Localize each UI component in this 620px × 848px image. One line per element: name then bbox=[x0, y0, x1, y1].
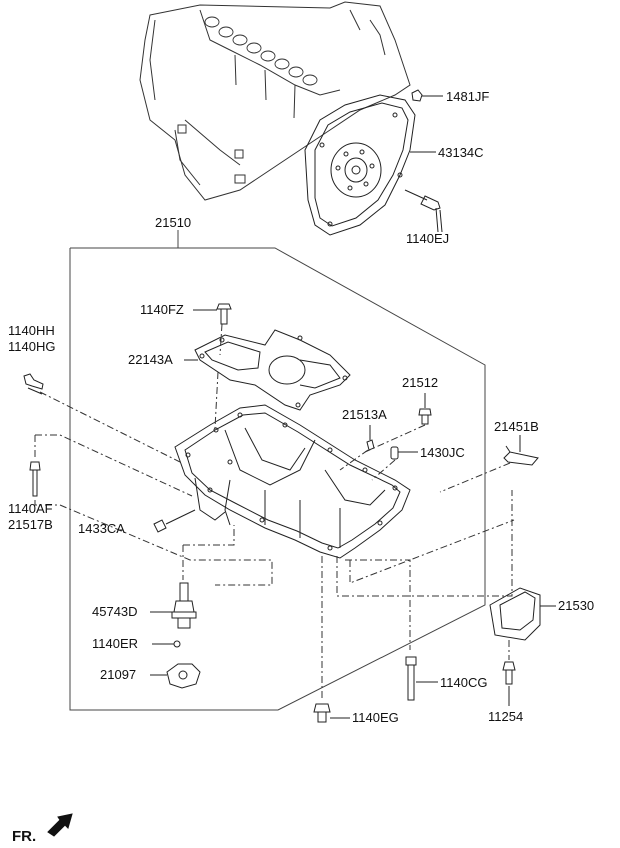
label-1140EG: 1140EG bbox=[352, 710, 399, 725]
front-indicator-label: FR. bbox=[12, 828, 37, 845]
washer-21513A bbox=[366, 425, 375, 451]
bolt-21512 bbox=[418, 393, 432, 425]
label-1140FZ: 1140FZ bbox=[140, 302, 184, 317]
label-21097: 21097 bbox=[100, 667, 137, 682]
label-1140HH: 1140HH bbox=[8, 323, 55, 338]
label-1140HG: 1140HG bbox=[8, 339, 56, 354]
label-1430JC: 1430JC bbox=[420, 445, 465, 460]
baffle-22143A bbox=[184, 329, 351, 411]
label-21513A: 21513A bbox=[342, 407, 387, 422]
label-43134C: 43134C bbox=[438, 145, 484, 160]
bolt-1140EJ bbox=[404, 189, 443, 233]
label-11254: 11254 bbox=[488, 709, 524, 724]
label-21451B: 21451B bbox=[494, 419, 539, 434]
dash-dot-leaders bbox=[34, 323, 515, 700]
label-21512: 21512 bbox=[402, 375, 439, 390]
clip-1481JF bbox=[411, 89, 443, 102]
bolt-1140FZ bbox=[193, 303, 232, 325]
bolt-1140HH-HG bbox=[23, 373, 44, 395]
cover-21530 bbox=[489, 587, 556, 641]
label-1140ER: 1140ER bbox=[92, 636, 139, 651]
bolt-1140AF bbox=[29, 461, 41, 497]
assembly-frame-21510 bbox=[69, 230, 486, 711]
plug-1433CA bbox=[153, 509, 196, 533]
bolt-1140EG bbox=[313, 703, 350, 723]
bolt-1140ER bbox=[152, 640, 181, 648]
bolt-1140CG bbox=[405, 656, 438, 701]
label-21517B: 21517B bbox=[8, 517, 53, 532]
label-1433CA: 1433CA bbox=[78, 521, 125, 536]
label-1140AF: 1140AF bbox=[8, 501, 53, 516]
label-45743D: 45743D bbox=[92, 604, 138, 619]
front-arrow-icon bbox=[47, 813, 73, 837]
label-22143A: 22143A bbox=[128, 352, 173, 367]
label-21530: 21530 bbox=[558, 598, 595, 613]
oil-pan bbox=[174, 404, 411, 559]
bracket-21451B bbox=[503, 435, 539, 466]
label-1481JF: 1481JF bbox=[446, 89, 490, 104]
sensor-45743D bbox=[150, 582, 197, 629]
bolt-11254 bbox=[502, 661, 516, 706]
label-1140CG: 1140CG bbox=[440, 675, 488, 690]
backing-plate-43134C bbox=[304, 94, 416, 236]
bracket-21097 bbox=[150, 663, 201, 689]
engine-block bbox=[139, 1, 411, 201]
label-21510: 21510 bbox=[155, 215, 192, 230]
label-1140EJ: 1140EJ bbox=[406, 231, 450, 246]
pin-1430JC bbox=[390, 446, 418, 460]
